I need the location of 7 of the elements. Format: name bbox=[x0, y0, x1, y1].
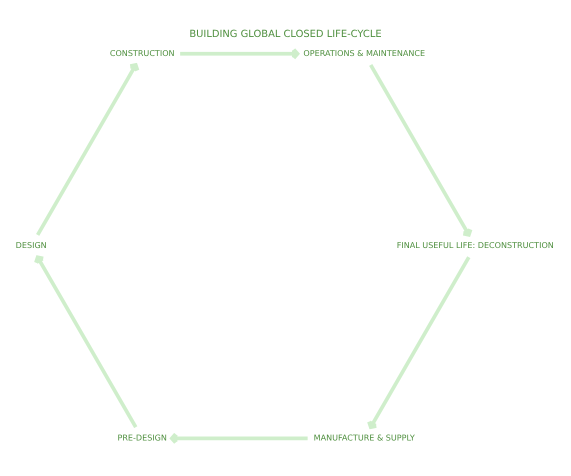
arrow bbox=[180, 48, 300, 60]
arrow bbox=[34, 255, 138, 428]
arrow bbox=[369, 64, 472, 237]
arrow bbox=[367, 256, 470, 430]
arrow bbox=[36, 63, 140, 236]
diagram-title: BUILDING GLOBAL CLOSED LIFE-CYCLE bbox=[189, 28, 382, 40]
arrow bbox=[170, 432, 308, 444]
